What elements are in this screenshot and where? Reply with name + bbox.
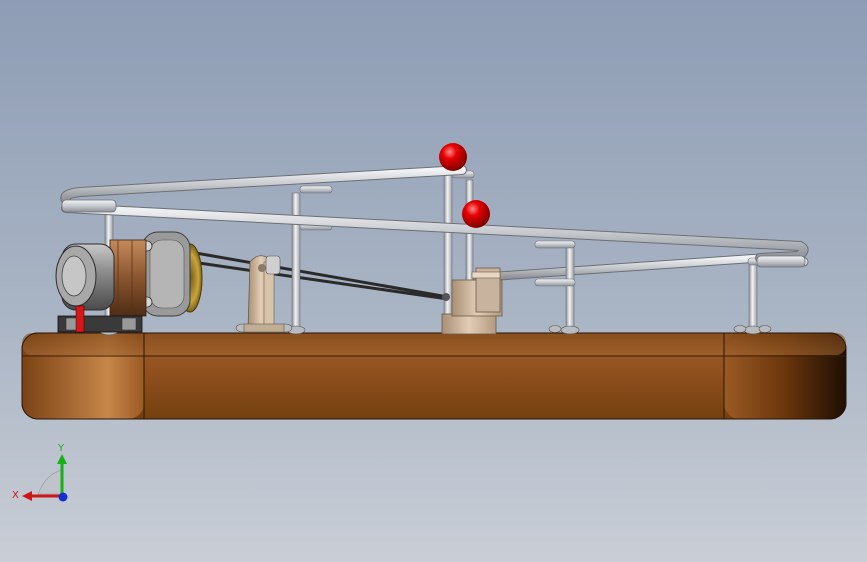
upper-rail bbox=[60, 165, 809, 268]
red-ball-lower[interactable] bbox=[462, 200, 490, 228]
x-axis-label: X bbox=[12, 490, 19, 501]
lift-mechanism[interactable] bbox=[441, 267, 503, 335]
triad-plane-icon bbox=[37, 469, 63, 495]
y-axis-head-icon bbox=[57, 454, 67, 464]
z-axis-dot-icon bbox=[58, 492, 68, 502]
crank-bracket[interactable] bbox=[243, 255, 285, 333]
x-axis-head-icon bbox=[22, 491, 32, 501]
y-axis-label: Y bbox=[57, 443, 65, 454]
motor-assembly[interactable] bbox=[55, 231, 203, 333]
wooden-base[interactable] bbox=[21, 332, 847, 420]
drive-belt bbox=[189, 250, 449, 301]
red-ball-upper[interactable] bbox=[439, 143, 467, 171]
orientation-triad[interactable]: Y X bbox=[10, 440, 80, 510]
